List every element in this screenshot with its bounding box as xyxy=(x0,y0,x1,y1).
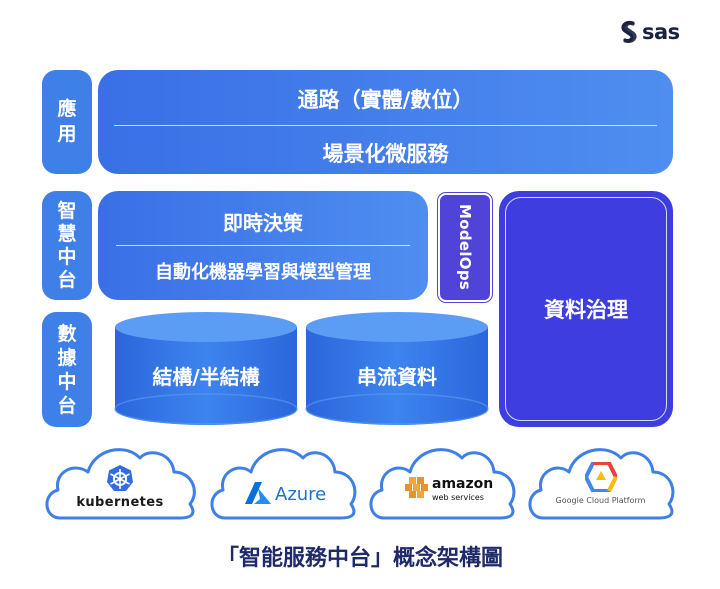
cloud-shape xyxy=(210,448,357,520)
aws-icon xyxy=(405,477,428,498)
tier-label-char: 台 xyxy=(57,268,77,291)
tier-label-char: 中 xyxy=(57,245,77,268)
cloud-shape xyxy=(528,448,675,520)
cloud-aws: amazon web services xyxy=(364,440,519,522)
cloud-shape xyxy=(369,448,516,520)
band-divider xyxy=(114,125,657,126)
streaming-data-store: 串流資料 xyxy=(304,311,490,427)
tier-label-intelligence: 智 慧 中 台 xyxy=(42,191,92,300)
gcp-icon xyxy=(585,462,617,492)
cloud-gcp: Google Cloud Platform xyxy=(523,440,678,522)
azure-icon xyxy=(245,482,271,504)
tier-label-char: 據 xyxy=(57,346,77,369)
modelops-label: ModelOps xyxy=(456,204,474,291)
gcp-label: Google Cloud Platform xyxy=(555,496,646,505)
automl-label: 自動化機器學習與模型管理 xyxy=(155,262,371,283)
tier-label-data: 數 據 中 台 xyxy=(42,312,92,427)
structured-data-label: 結構/半結構 xyxy=(152,365,260,389)
governance-inner-border xyxy=(505,197,667,421)
intelligence-band: 即時決策 自動化機器學習與模型管理 xyxy=(98,191,428,300)
tier-label-char: 慧 xyxy=(57,222,77,245)
tier-label-char: 台 xyxy=(57,394,77,417)
band-divider xyxy=(116,245,410,246)
sas-logo: sas xyxy=(619,20,680,44)
structured-data-store: 結構/半結構 xyxy=(113,311,299,427)
azure-label: Azure xyxy=(275,484,327,505)
diagram-caption: 「智能服務中台」概念架構圖 xyxy=(216,546,503,571)
tier-label-char: 中 xyxy=(57,370,77,393)
data-governance-label: 資料治理 xyxy=(544,298,628,322)
tier-label-application: 應 用 xyxy=(42,70,92,174)
cylinder-shape xyxy=(305,312,489,425)
kubernetes-icon xyxy=(107,465,133,491)
cloud-azure: Azure xyxy=(205,440,360,522)
data-governance-box: 資料治理 xyxy=(499,191,673,427)
realtime-decision-label: 即時決策 xyxy=(223,211,303,235)
tier-label-char: 用 xyxy=(57,123,77,145)
kubernetes-label: kubernetes xyxy=(76,495,164,510)
application-band: 通路（實體/數位） 場景化微服務 xyxy=(98,70,673,174)
aws-sub-label: web services xyxy=(432,493,484,502)
cylinder-shape xyxy=(114,312,298,425)
tier-label-char: 智 xyxy=(57,199,77,222)
microservices-label: 場景化微服務 xyxy=(322,142,449,166)
tier-label-char: 應 xyxy=(57,98,77,120)
channels-label: 通路（實體/數位） xyxy=(297,88,474,112)
streaming-data-label: 串流資料 xyxy=(357,365,437,389)
tier-label-char: 數 xyxy=(57,322,77,345)
sas-swirl-icon xyxy=(621,21,637,43)
cloud-kubernetes: kubernetes xyxy=(40,440,200,522)
aws-label: amazon xyxy=(432,476,494,492)
modelops-box: ModelOps xyxy=(438,193,492,302)
brand-name: sas xyxy=(642,20,680,44)
